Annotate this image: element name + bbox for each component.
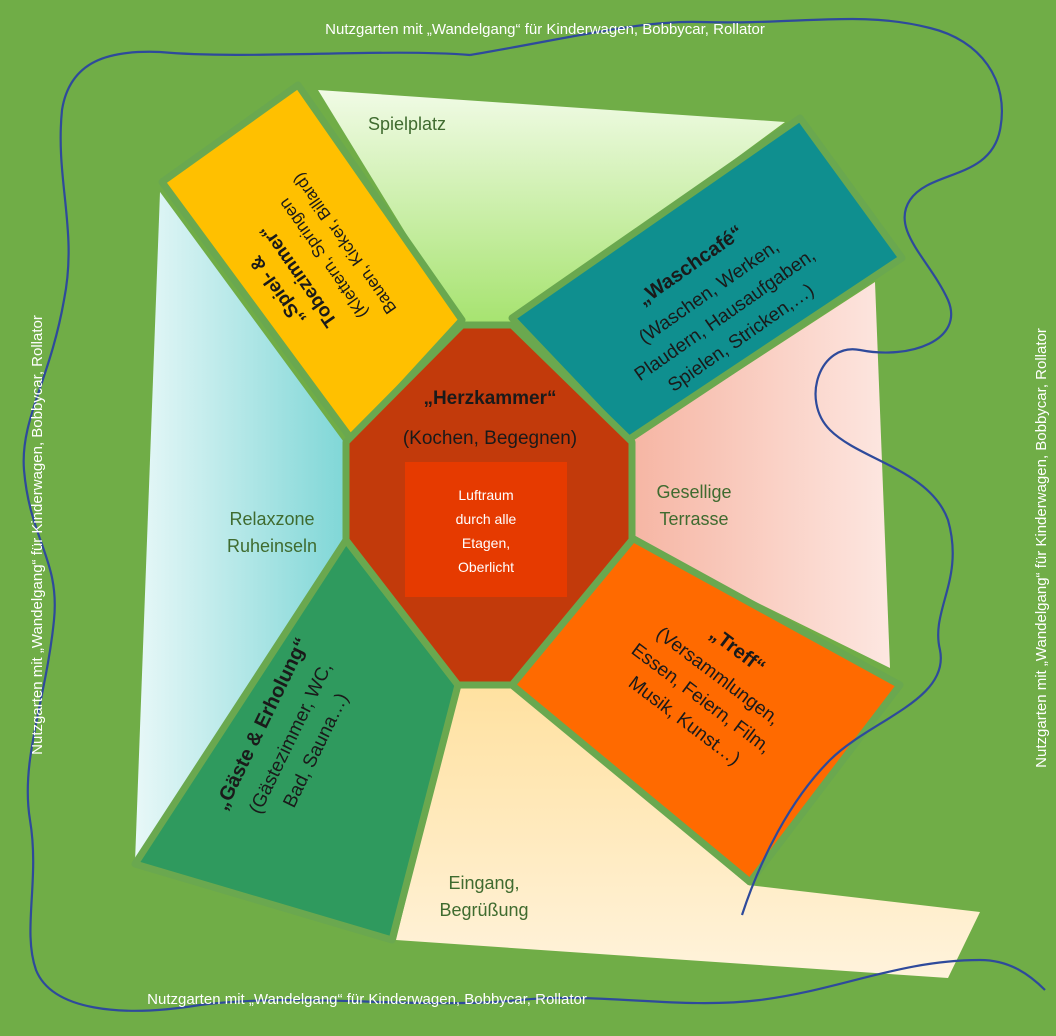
zone-relaxzone xyxy=(135,192,350,862)
zone-spielplatz xyxy=(318,90,785,325)
room-spiel-tobezimmer xyxy=(158,81,466,444)
zone-label-terrasse-2: Terrasse xyxy=(659,509,728,529)
herzkammer-subtitle: (Kochen, Begegnen) xyxy=(403,428,577,449)
luftraum-line-2: durch alle xyxy=(456,511,517,527)
luftraum-line-4: Oberlicht xyxy=(458,559,514,575)
garden-label-bottom: Nutzgarten mit „Wandelgang“ für Kinderwa… xyxy=(147,991,587,1008)
zone-label-eingang-2: Begrüßung xyxy=(439,900,528,920)
zone-label-relax-2: Ruheinseln xyxy=(227,536,317,556)
zone-label-eingang-1: Eingang, xyxy=(448,873,519,893)
herzkammer-title: „Herzkammer“ xyxy=(423,388,556,409)
wandelgang-path xyxy=(22,17,1046,1012)
garden-label-left: Nutzgarten mit „Wandelgang“ für Kinderwa… xyxy=(29,315,46,755)
luftraum-line-1: Luftraum xyxy=(458,487,513,503)
zone-label-relax-1: Relaxzone xyxy=(229,509,314,529)
zone-eingang xyxy=(396,685,980,978)
luftraum-box xyxy=(405,462,567,597)
garden-label-top: Nutzgarten mit „Wandelgang“ für Kinderwa… xyxy=(325,21,765,38)
zone-label-spielplatz: Spielplatz xyxy=(368,114,446,134)
garden-label-right: Nutzgarten mit „Wandelgang“ für Kinderwa… xyxy=(1033,328,1050,768)
luftraum-line-3: Etagen, xyxy=(462,535,510,551)
zone-label-terrasse-1: Gesellige xyxy=(656,482,731,502)
